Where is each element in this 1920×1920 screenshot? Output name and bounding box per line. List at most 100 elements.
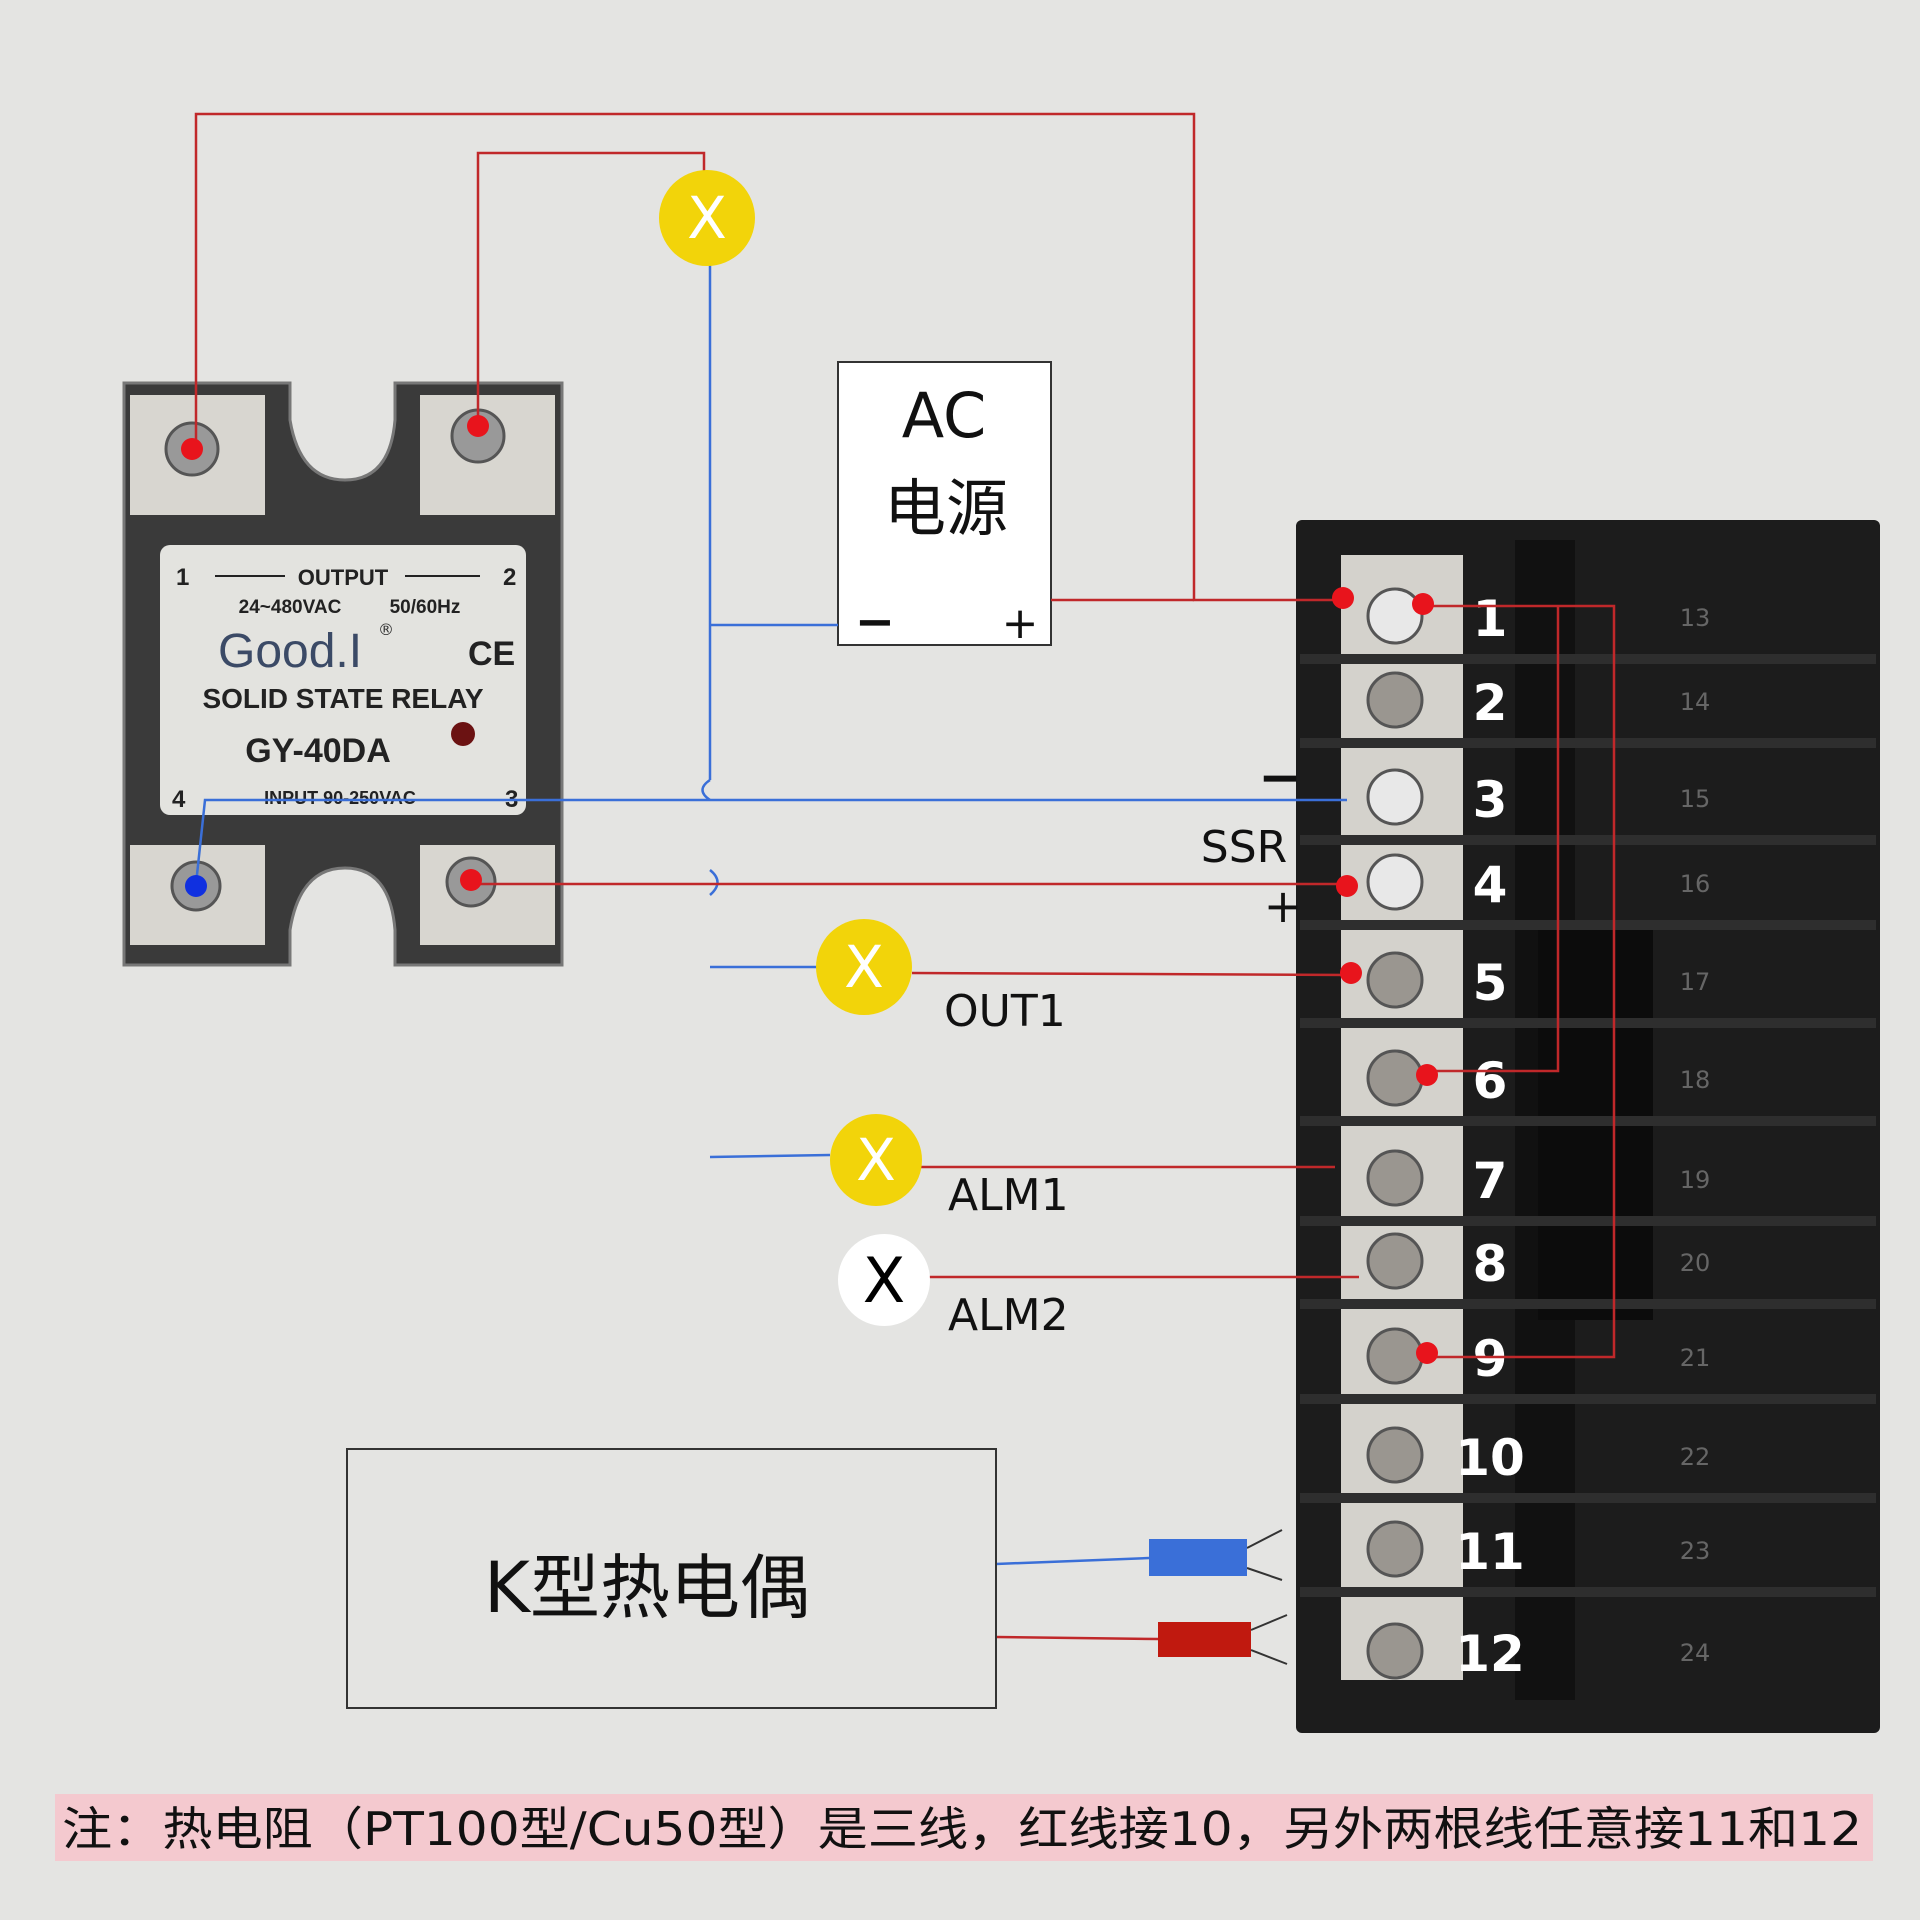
terminal-number: 13 [1680,604,1711,632]
lamp-alm1: X [830,1114,922,1206]
lamp-alm2: X [838,1234,930,1326]
red-wire [1423,604,1616,1359]
terminal-number: 18 [1680,1066,1711,1094]
screw-icon [1366,853,1424,911]
thermocouple-label: K型热电偶 [484,1547,810,1629]
terminal-number: 4 [1473,856,1508,914]
power-plus-label: + [1002,598,1039,649]
terminal-number: 8 [1473,1235,1508,1293]
blue-wire [194,798,1347,885]
terminal-number: 22 [1680,1443,1711,1471]
lamp-symbol: X [856,1126,896,1194]
terminal-divider [1300,1018,1876,1028]
lamp-out1: X [816,919,912,1015]
terminal-number: 21 [1680,1344,1711,1372]
terminal-divider [1300,1116,1876,1126]
connection-dots [181,415,1438,1364]
terminal-number: 17 [1680,968,1711,996]
blue-lead-connector [1149,1539,1247,1576]
terminal-divider [1300,738,1876,748]
note-text: 注：热电阻（PT100型/Cu50型）是三线，红线接10，另外两根线任意接11和… [62,1802,1862,1856]
terminal-divider [1300,1299,1876,1309]
terminal-number: 12 [1455,1625,1525,1683]
blue-wire [995,1556,1150,1566]
terminal-number: 2 [1473,674,1508,732]
relay-label-plate [160,545,526,815]
red-lead-connector [1158,1622,1251,1657]
terminal-number: 5 [1473,954,1508,1012]
screw-icon [1366,587,1424,645]
thermocouple-box: K型热电偶 [346,1448,997,1709]
lamp-1: X [659,170,755,266]
terminal-number: 14 [1680,688,1711,716]
terminal-divider [1300,654,1876,664]
terminal-number: 6 [1473,1052,1508,1110]
lamp-symbol: X [844,933,884,1001]
screw-icon [1366,1149,1424,1207]
lamp-icon [816,919,912,1015]
brand-logo: Good.I [218,625,362,678]
red-wire [194,112,1343,602]
terminal-divider [1300,1587,1876,1597]
lamp-symbol: X [863,1244,905,1317]
terminal-divider [1300,1216,1876,1226]
terminal-number: 19 [1680,1166,1711,1194]
wires [194,112,1616,1665]
output-terminal-1-label: 1 [176,564,189,591]
frequency-label: 50/60Hz [390,597,461,618]
terminal-number: 10 [1455,1429,1525,1487]
lamp-icon [659,170,755,266]
terminal-number: 9 [1473,1330,1508,1388]
rating-label: 24~480VAC [239,597,342,618]
terminal-number: 11 [1455,1523,1525,1581]
screw-icon [1366,951,1424,1009]
ssr-plus-label: + [1264,879,1303,933]
alm2-label: ALM2 [948,1290,1069,1341]
input-terminal-4-label: 4 [172,786,186,813]
lamp-symbol: X [687,184,727,252]
red-wire [995,1635,1159,1641]
screw-icon [1366,1622,1424,1680]
screw-icon [1366,1049,1424,1107]
terminal-divider [1300,1493,1876,1503]
screw-icon [1366,1426,1424,1484]
ac-label: AC [902,379,987,452]
screw-icon [1366,671,1424,729]
red-wire [1427,606,1560,1073]
screw-icon [1366,768,1424,826]
output-terminal-2-label: 2 [503,564,516,591]
power-minus-label: − [855,594,895,650]
relay-type-label: SOLID STATE RELAY [202,683,483,714]
note-banner [55,1794,1873,1861]
registered-mark: ® [378,620,394,639]
solid-state-relay: 1 OUTPUT 2 24~480VAC 50/60Hz Good.I ® CE… [122,381,564,967]
screw-icon [1366,1327,1424,1385]
out1-label: OUT1 [944,986,1066,1037]
terminal-number: 23 [1680,1537,1711,1565]
terminal-number: 3 [1473,771,1508,829]
input-label: INPUT 90-250VAC [264,788,416,808]
terminal-number: 16 [1680,870,1711,898]
screw-icon [1366,1232,1424,1290]
screw-icon [1366,1520,1424,1578]
wire-jumper [701,778,719,896]
output-label: OUTPUT [298,565,389,590]
terminal-number: 15 [1680,785,1711,813]
red-wire [911,971,1352,977]
ssr-label: SSR [1201,822,1287,873]
terminal-divider [1300,920,1876,930]
ac-power-source: AC 电源 − + [837,361,1052,650]
terminal-divider [1300,835,1876,845]
power-source-label: 电源 [884,472,1008,545]
terminal-divider [1300,1394,1876,1404]
terminal-number: 1 [1473,590,1508,648]
ce-mark: CE [468,635,515,673]
terminal-number: 24 [1680,1639,1711,1667]
indicator-led [451,722,475,746]
red-wire [476,151,706,426]
lamp-icon [830,1114,922,1206]
lamp-icon [838,1234,930,1326]
alm1-label: ALM1 [948,1170,1069,1221]
